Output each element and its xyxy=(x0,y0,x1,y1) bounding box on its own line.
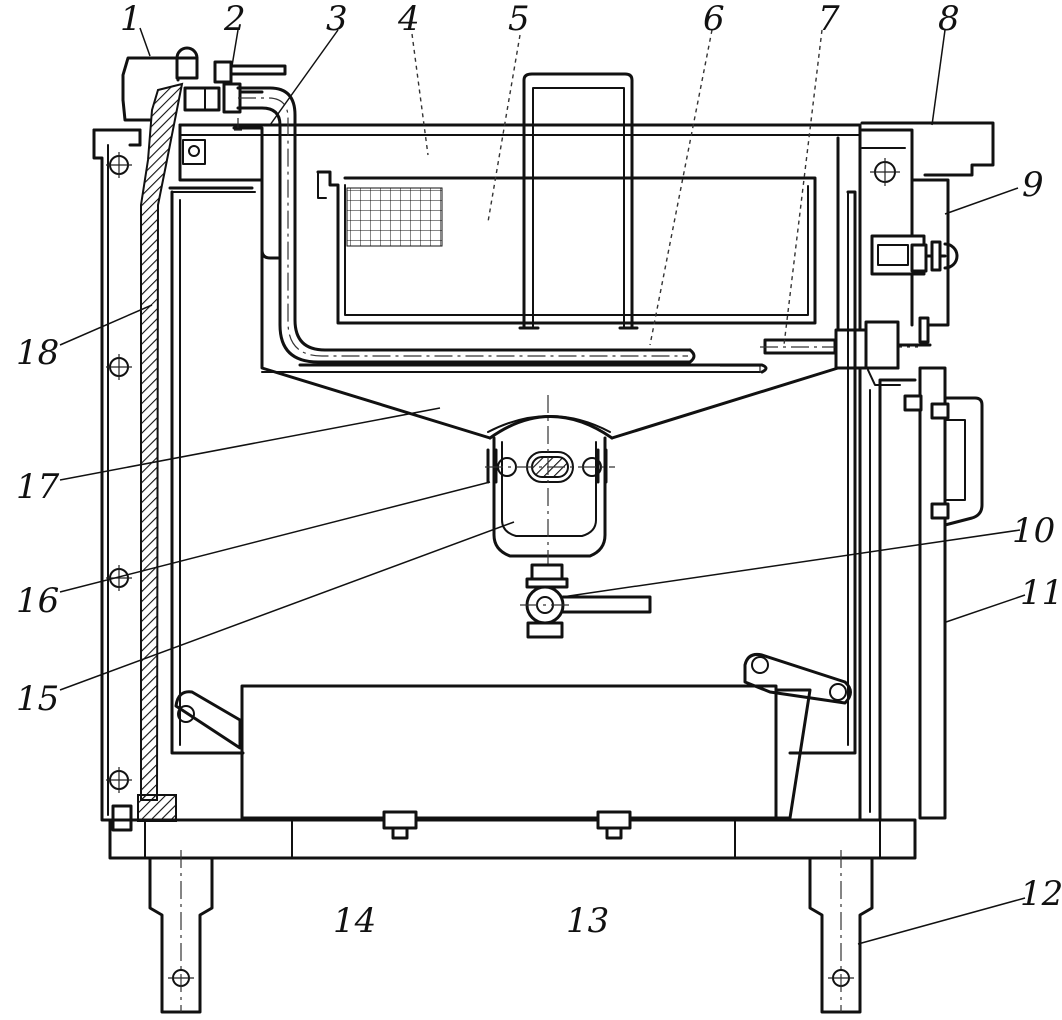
leader-lines xyxy=(59,27,1026,945)
callout-12: 12 xyxy=(1020,874,1062,914)
left-frame-post xyxy=(92,128,147,822)
callout-5: 5 xyxy=(508,0,530,39)
left-frame-bolts xyxy=(106,152,132,793)
inner-frame xyxy=(168,186,857,755)
callout-15: 15 xyxy=(16,679,59,719)
leader-6 xyxy=(649,29,713,346)
callout-10: 10 xyxy=(1012,511,1055,551)
water-tank xyxy=(240,684,812,820)
leader-11 xyxy=(945,594,1026,623)
callout-13: 13 xyxy=(566,901,609,941)
leader-15 xyxy=(59,521,515,691)
pipe-base-bolt xyxy=(111,804,133,832)
leader-9 xyxy=(944,187,1019,215)
callout-3: 3 xyxy=(326,0,348,39)
leader-12 xyxy=(857,897,1026,945)
wash-basket xyxy=(316,72,817,330)
washing-chamber xyxy=(260,136,840,440)
callout-11: 11 xyxy=(1020,573,1062,613)
leader-10 xyxy=(561,529,1021,598)
callout-8: 8 xyxy=(938,0,960,39)
callout-14: 14 xyxy=(333,901,376,941)
bent-water-pipe xyxy=(232,86,696,364)
leader-2 xyxy=(231,29,239,67)
top-valve-assembly xyxy=(121,46,287,122)
right-column xyxy=(858,123,917,822)
leader-8 xyxy=(931,29,946,126)
leader-16 xyxy=(59,481,491,593)
leader-1 xyxy=(139,27,151,57)
callout-16: 16 xyxy=(16,581,59,621)
callout-4: 4 xyxy=(397,0,420,39)
tank-right-lever xyxy=(743,653,852,705)
top-beam xyxy=(178,123,862,182)
callout-6: 6 xyxy=(703,0,725,39)
left-leg xyxy=(148,850,214,1014)
leader-7 xyxy=(783,29,823,346)
leader-4 xyxy=(411,33,429,156)
base-beam xyxy=(108,810,917,860)
callout-9: 9 xyxy=(1022,165,1044,205)
leader-3 xyxy=(269,29,339,126)
callout-18: 18 xyxy=(16,333,59,373)
top-right-bracket xyxy=(860,121,995,327)
callout-17: 17 xyxy=(16,467,60,507)
pipe-base-fitting xyxy=(137,794,177,822)
callout-2: 2 xyxy=(223,0,246,39)
right-leg xyxy=(808,850,874,1014)
lower-spray-pipe xyxy=(298,338,918,374)
callout-7: 7 xyxy=(818,0,840,39)
spray-nozzle-holder xyxy=(485,395,615,625)
basket-mesh xyxy=(346,187,443,247)
leader-17 xyxy=(59,407,441,481)
callout-labels: 1 2 3 4 5 6 7 8 9 10 11 12 13 14 15 16 1… xyxy=(16,0,1062,941)
leader-18 xyxy=(59,304,153,346)
drain-valve xyxy=(520,563,652,639)
side-door xyxy=(903,366,984,820)
callout-1: 1 xyxy=(120,0,142,39)
tank-left-link xyxy=(174,690,242,750)
right-valve-assembly xyxy=(834,234,959,386)
leader-5 xyxy=(487,34,521,223)
